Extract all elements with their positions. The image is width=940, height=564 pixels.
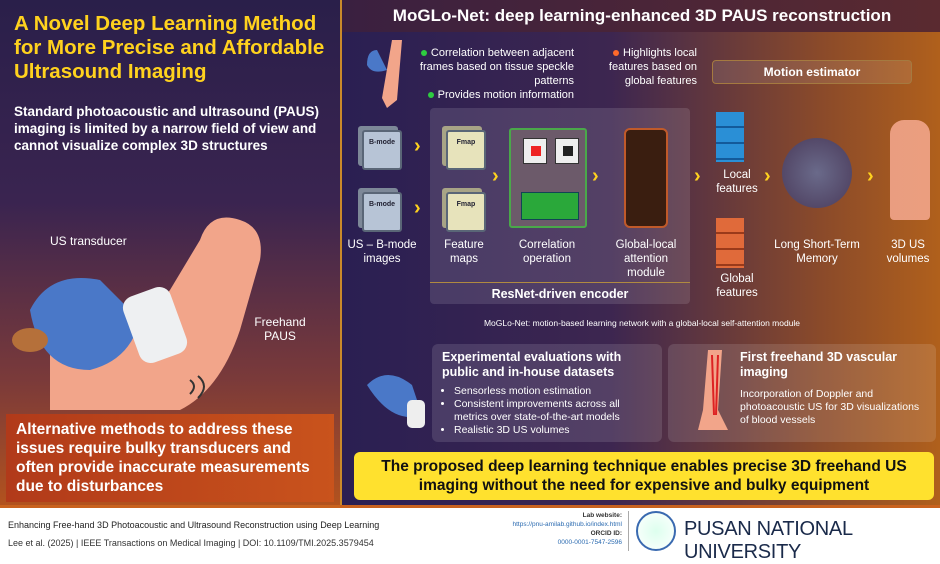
- bmode-card: B-mode: [362, 192, 402, 232]
- arm-transducer-illustration: [12, 217, 261, 410]
- hand-scan-icon: [367, 40, 402, 108]
- university-name: PUSAN NATIONAL UNIVERSITY: [684, 518, 853, 563]
- university-seal-logo: [636, 511, 676, 551]
- 3d-volume-arm-graphic: [890, 120, 930, 220]
- green-bullet-icon: [427, 92, 434, 99]
- left-panel: A Novel Deep Learning Method for More Pr…: [0, 0, 340, 505]
- bmode-card: B-mode: [362, 130, 402, 170]
- correlation-note: Correlation between adjacent frames base…: [419, 47, 574, 101]
- lab-info: Lab website: https://pnu-amilab.github.i…: [500, 511, 622, 547]
- freehand-label: Freehand PAUS: [254, 315, 306, 343]
- main-title: A Novel Deep Learning Method for More Pr…: [14, 12, 325, 83]
- paper-title: Enhancing Free-hand 3D Photoacoustic and…: [8, 520, 380, 530]
- attention-caption: Global-local attention module: [615, 239, 677, 279]
- fmap-card: Fmap: [446, 192, 486, 232]
- us-images-caption: US – B-mode images: [347, 239, 417, 265]
- chevron-right-icon: ›: [694, 165, 701, 187]
- right-panel: MoGLo-Net: deep learning-enhanced 3D PAU…: [340, 0, 940, 505]
- lab-website-link[interactable]: https://pnu-amilab.github.io/index.html: [512, 521, 622, 528]
- orcid-link[interactable]: 0000-0001-7547-2596: [557, 539, 622, 546]
- chevron-right-icon: ›: [492, 165, 499, 187]
- global-features-stack: [716, 218, 744, 268]
- network-caption: MoGLo-Net: motion-based learning network…: [483, 318, 801, 328]
- volumes-label: 3D US volumes: [886, 239, 930, 265]
- chevron-right-icon: ›: [867, 165, 874, 187]
- section-header: MoGLo-Net: deep learning-enhanced 3D PAU…: [342, 0, 940, 32]
- orange-bullet-icon: [613, 50, 620, 57]
- global-features-label: Global features: [716, 273, 758, 299]
- transducer-label: US transducer: [50, 234, 127, 248]
- conclusion-banner: The proposed deep learning technique ena…: [354, 452, 934, 500]
- problem-statement: Standard photoacoustic and ultrasound (P…: [14, 104, 320, 153]
- lstm-network-graphic: [782, 138, 852, 208]
- local-features-label: Local features: [716, 169, 758, 195]
- hand-transducer-icon: [367, 375, 425, 428]
- green-bullet-icon: [420, 50, 427, 57]
- encoder-label: ResNet-driven encoder: [430, 282, 690, 301]
- correlation-operation-graphic: [509, 128, 587, 228]
- divider: [628, 511, 629, 551]
- footer: Enhancing Free-hand 3D Photoacoustic and…: [0, 505, 940, 563]
- lstm-label: Long Short-Term Memory: [774, 239, 860, 265]
- chevron-right-icon: ›: [592, 165, 599, 187]
- alternative-methods-box: Alternative methods to address these iss…: [6, 414, 334, 502]
- chevron-right-icon: ›: [764, 165, 771, 187]
- chevron-right-icon: ›: [414, 135, 421, 157]
- evaluation-box: Experimental evaluations with public and…: [432, 344, 662, 442]
- feature-maps-caption: Feature maps: [444, 239, 484, 265]
- motion-estimator-label: Motion estimator: [712, 60, 912, 84]
- citation: Lee et al. (2025) | IEEE Transactions on…: [8, 538, 374, 548]
- attention-module-graphic: [624, 128, 668, 228]
- local-features-stack: [716, 112, 744, 162]
- attention-note: Highlights local features based on globa…: [608, 47, 697, 87]
- vascular-arm-icon: [698, 350, 728, 430]
- fmap-card: Fmap: [446, 130, 486, 170]
- correlation-caption: Correlation operation: [518, 239, 576, 265]
- chevron-right-icon: ›: [414, 197, 421, 219]
